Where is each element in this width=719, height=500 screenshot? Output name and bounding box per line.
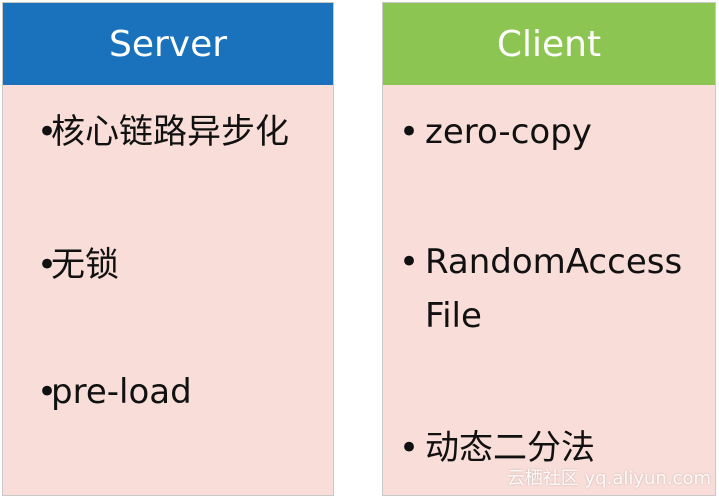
watermark-text: 云栖社区 yq.aliyun.com	[506, 468, 711, 489]
client-item-3: •动态二分法	[383, 421, 715, 475]
server-item-1: •核心链路异步化	[3, 105, 333, 159]
client-panel: Client •zero-copy •RandomAccess File •动态…	[382, 2, 716, 496]
server-item-2: •无锁	[3, 238, 333, 292]
client-header: Client	[383, 3, 715, 85]
server-item-3: •pre-load	[3, 365, 333, 419]
bullet-icon: •	[37, 245, 58, 285]
bullet-icon: •	[399, 428, 420, 468]
bullet-icon: •	[37, 372, 58, 412]
bullet-icon: •	[37, 112, 58, 152]
client-item-1: •zero-copy	[383, 105, 715, 159]
server-panel: Server •核心链路异步化 •无锁 •pre-load	[2, 2, 334, 496]
bottom-edge	[0, 496, 719, 500]
bullet-icon: •	[399, 112, 420, 152]
bullet-icon: •	[399, 242, 420, 282]
client-item-2: •RandomAccess File	[383, 235, 715, 343]
server-header: Server	[3, 3, 333, 85]
